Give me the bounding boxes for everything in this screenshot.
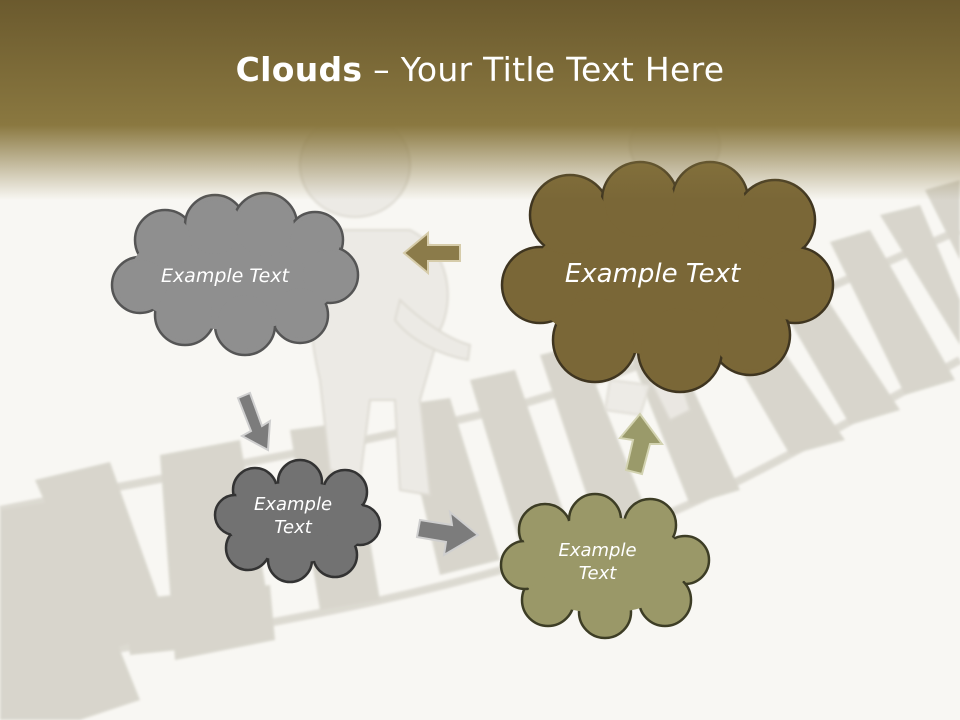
page-title: Clouds – Your Title Text Here xyxy=(0,50,960,89)
cloud-olive-small-text: Example Text xyxy=(540,539,655,586)
arrow-right-icon xyxy=(415,509,480,557)
arrow-left-icon xyxy=(402,230,461,276)
cloud-grey-small xyxy=(213,458,382,584)
arrow-down-icon xyxy=(236,391,272,452)
title-separator: – xyxy=(362,50,401,89)
cloud-grey-large-text: Example Text xyxy=(160,265,290,287)
cloud-olive-small-line1: Example xyxy=(558,540,637,561)
title-bold: Clouds xyxy=(235,50,363,89)
title-header xyxy=(0,0,960,200)
cloud-grey-small-line2: Text xyxy=(274,517,312,539)
arrow-up-icon xyxy=(618,412,664,476)
title-rest: Your Title Text Here xyxy=(400,50,725,89)
cloud-grey-small-text: Example Text xyxy=(238,493,348,540)
cloud-grey-large xyxy=(110,191,360,357)
cloud-olive-small-line2: Text xyxy=(578,563,617,585)
cloud-grey-small-line1: Example xyxy=(253,494,333,515)
cloud-olive-small xyxy=(499,492,711,640)
cloud-olive-large-text: Example Text xyxy=(564,259,741,289)
